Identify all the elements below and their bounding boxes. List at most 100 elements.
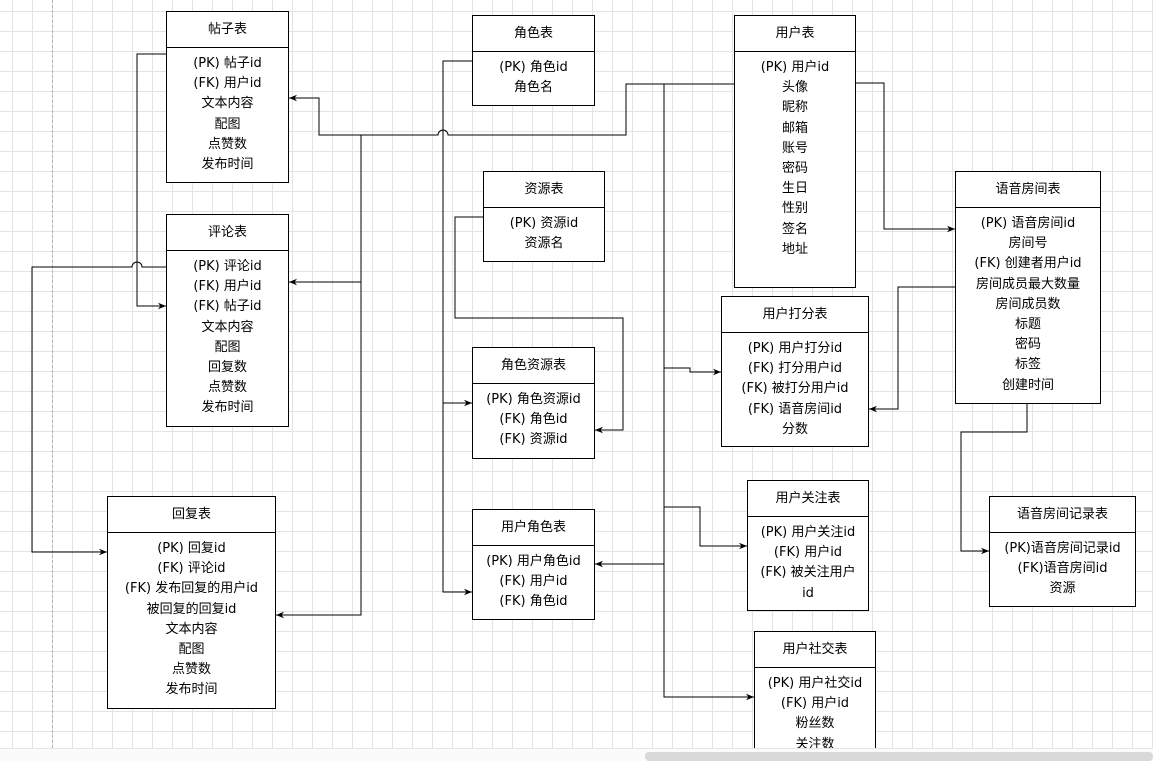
- table-field: 关注数: [795, 736, 835, 752]
- table-field: id: [802, 585, 814, 601]
- comment-table[interactable]: 评论表 (PK) 评论id (FK) 用户id (FK) 帖子id 文本内容 配…: [166, 214, 289, 427]
- role-table[interactable]: 角色表 (PK) 角色id 角色名: [472, 15, 595, 106]
- table-field: (PK)语音房间记录id: [1004, 541, 1121, 556]
- connector-role-roleresource[interactable]: [442, 60, 472, 407]
- resource-table[interactable]: 资源表 (PK) 资源id 资源名: [483, 171, 605, 262]
- connector-resource-roleresource[interactable]: [454, 216, 624, 434]
- table-field: 签名: [781, 221, 808, 237]
- user-follow-table[interactable]: 用户关注表 (PK) 用户关注id (FK) 用户id (FK) 被关注用户 i…: [747, 480, 869, 611]
- table-title: 用户关注表: [748, 481, 868, 517]
- table-field: (FK) 用户id: [780, 696, 850, 712]
- table-field: 配图: [214, 339, 241, 355]
- table-field: (PK) 评论id: [193, 259, 262, 274]
- connector-user-follow[interactable]: [664, 506, 747, 550]
- table-field: 点赞数: [171, 662, 211, 678]
- table-title: 用户角色表: [473, 510, 594, 546]
- page-break-line: [52, 0, 53, 748]
- horizontal-scrollbar-thumb[interactable]: [645, 752, 1153, 761]
- table-field: 点赞数: [207, 136, 247, 152]
- table-field: 文本内容: [201, 319, 254, 335]
- table-field: (FK) 打分用户id: [747, 361, 843, 377]
- table-field: (PK) 回复id: [157, 541, 226, 556]
- table-field: (PK) 资源id: [509, 216, 579, 231]
- table-field: 地址: [781, 241, 808, 257]
- table-title: 资源表: [484, 172, 604, 208]
- voice-room-table[interactable]: 语音房间表 (PK) 语音房间id 房间号 (FK) 创建者用户id 房间成员最…: [955, 171, 1101, 404]
- table-field: (FK) 角色id: [499, 412, 568, 428]
- table-title: 用户表: [735, 16, 855, 52]
- table-field: 分数: [781, 421, 808, 437]
- table-field: (FK) 角色id: [499, 594, 568, 610]
- table-field: (PK) 语音房间id: [980, 216, 1076, 231]
- table-field: 性别: [781, 201, 808, 217]
- table-field: 账号: [781, 140, 808, 156]
- connector-user-voiceroom[interactable]: [856, 82, 955, 233]
- connector-user-reply[interactable]: [276, 282, 362, 619]
- table-title: 角色资源表: [473, 348, 594, 384]
- connector-voiceroom-rating[interactable]: [869, 286, 955, 413]
- user-social-table[interactable]: 用户社交表 (PK) 用户社交id (FK) 用户id 粉丝数 关注数: [754, 631, 876, 756]
- table-field: 文本内容: [165, 621, 218, 637]
- table-field: 头像: [781, 80, 808, 96]
- connector-voiceroom-record[interactable]: [960, 404, 1028, 555]
- role-resource-table[interactable]: 角色资源表 (PK) 角色资源id (FK) 角色id (FK) 资源id: [472, 347, 595, 459]
- table-field: 配图: [178, 641, 205, 657]
- table-field: 生日: [781, 181, 808, 197]
- table-field: 房间成员最大数量: [975, 276, 1080, 292]
- table-title: 评论表: [167, 215, 288, 251]
- connector-role-userrole[interactable]: [442, 403, 472, 596]
- connector-user-rating[interactable]: [664, 367, 721, 376]
- table-field: (FK)语音房间id: [1017, 561, 1108, 577]
- table-title: 角色表: [473, 16, 594, 52]
- user-role-table[interactable]: 用户角色表 (PK) 用户角色id (FK) 用户id (FK) 角色id: [472, 509, 595, 620]
- table-field: 资源名: [524, 236, 564, 252]
- table-field: 被回复的回复id: [146, 601, 237, 617]
- table-field: (PK) 帖子id: [193, 56, 262, 71]
- table-field: 房间号: [1008, 236, 1048, 252]
- table-title: 帖子表: [167, 12, 288, 48]
- connector-user-social[interactable]: [663, 84, 754, 701]
- table-field: 密码: [781, 160, 808, 176]
- table-field: (FK) 用户id: [193, 76, 262, 92]
- table-field: 房间成员数: [995, 296, 1061, 312]
- table-field: (FK) 资源id: [499, 432, 568, 448]
- connector-user-comment[interactable]: [289, 135, 362, 286]
- reply-table[interactable]: 回复表 (PK) 回复id (FK) 评论id (FK) 发布回复的用户id 被…: [107, 496, 276, 709]
- table-field: 粉丝数: [795, 716, 835, 732]
- voice-room-record-table[interactable]: 语音房间记录表 (PK)语音房间记录id (FK)语音房间id 资源: [989, 496, 1136, 607]
- table-field: 标题: [1014, 316, 1041, 332]
- post-table[interactable]: 帖子表 (PK) 帖子id (FK) 用户id 文本内容 配图 点赞数 发布时间: [166, 11, 289, 183]
- table-field: 邮箱: [781, 120, 808, 136]
- table-title: 用户打分表: [722, 297, 868, 333]
- table-field: 资源: [1049, 581, 1076, 597]
- table-field: 发布时间: [201, 156, 254, 172]
- table-field: 密码: [1014, 337, 1041, 353]
- connector-post-comment[interactable]: [136, 53, 166, 310]
- table-field: (PK) 用户打分id: [747, 341, 843, 356]
- table-field: 昵称: [781, 100, 808, 116]
- table-field: (FK) 评论id: [157, 561, 226, 577]
- connector-comment-reply[interactable]: [31, 261, 166, 556]
- table-field: (FK) 用户id: [773, 545, 843, 561]
- table-field: (PK) 角色id: [499, 60, 568, 75]
- table-field: (FK) 语音房间id: [747, 401, 843, 417]
- table-field: (FK) 发布回复的用户id: [124, 581, 259, 597]
- table-field: (PK) 角色资源id: [486, 392, 581, 407]
- table-field: (FK) 创建者用户id: [974, 256, 1082, 272]
- table-field: 发布时间: [201, 400, 254, 416]
- table-title: 用户社交表: [755, 632, 875, 668]
- table-field: (FK) 用户id: [499, 574, 568, 590]
- table-title: 语音房间记录表: [990, 497, 1135, 533]
- table-field: (PK) 用户角色id: [486, 554, 581, 569]
- table-field: 文本内容: [201, 96, 254, 112]
- table-field: (PK) 用户社交id: [767, 676, 863, 691]
- user-table[interactable]: 用户表 (PK) 用户id 头像 昵称 邮箱 账号 密码 生日 性别 签名 地址: [734, 15, 856, 288]
- table-field: 回复数: [207, 359, 247, 375]
- table-field: (PK) 用户关注id: [760, 525, 856, 540]
- table-title: 语音房间表: [956, 172, 1100, 208]
- user-rating-table[interactable]: 用户打分表 (PK) 用户打分id (FK) 打分用户id (FK) 被打分用户…: [721, 296, 869, 447]
- table-field: 标签: [1014, 357, 1041, 373]
- table-field: (FK) 被打分用户id: [741, 381, 849, 397]
- table-field: 配图: [214, 116, 241, 132]
- table-field: (FK) 被关注用户: [760, 565, 856, 581]
